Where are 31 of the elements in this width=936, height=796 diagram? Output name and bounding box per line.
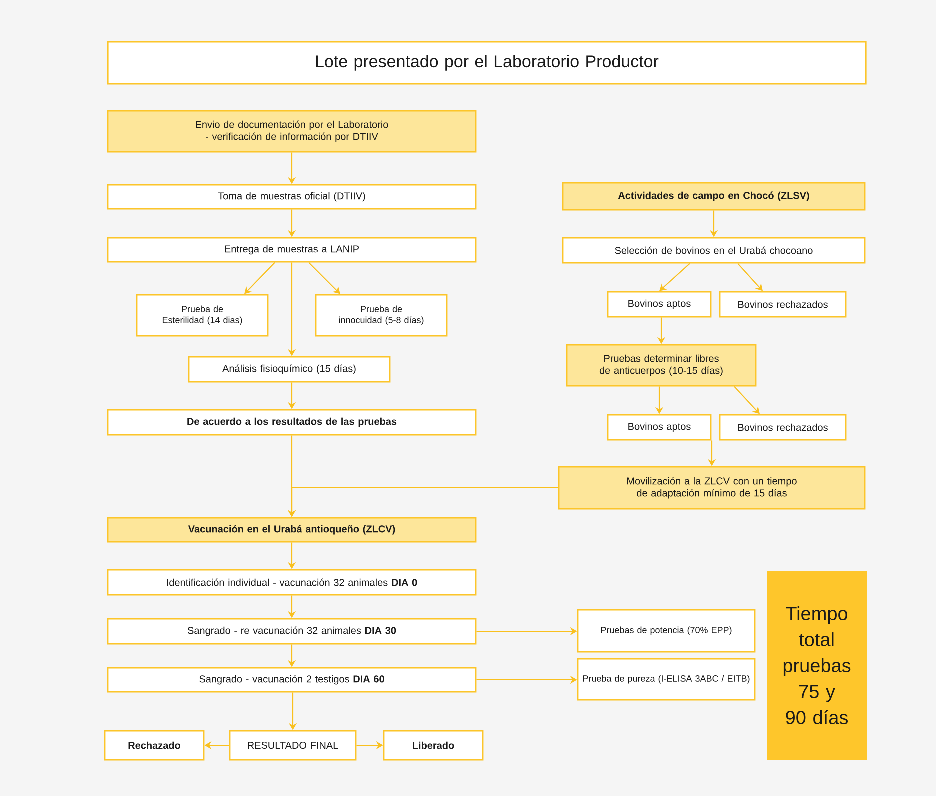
process-box: Bovinos rechazados	[719, 291, 847, 318]
arrow	[308, 262, 340, 294]
process-box: Bovinos aptos	[607, 291, 712, 318]
process-box: Movilización a la ZLCV con un tiempo de adaptación mínimo de 15 días	[558, 466, 866, 510]
process-box: Sangrado - re vacunación 32 animales DIA 30	[107, 618, 477, 645]
process-box: Pruebas determinar libres de anticuerpos (10-15 días)	[566, 344, 757, 387]
process-box: Prueba de pureza (I-ELISA 3ABC / EITB)	[577, 658, 756, 701]
arrow	[738, 263, 763, 292]
heading-box: Actividades de campo en Chocó (ZLSV)	[562, 182, 866, 211]
process-box: Identificación individual - vacunación 32 animales DIA 0	[107, 569, 477, 596]
process-box: Toma de muestras oficial (DTIIV)	[107, 184, 477, 210]
arrow	[734, 386, 760, 414]
process-box: Bovinos rechazados	[719, 414, 847, 441]
process-box: Liberado	[383, 730, 484, 761]
process-box: Sangrado - vacunación 2 testigos DIA 60	[107, 667, 477, 693]
process-box: RESULTADO FINAL	[229, 730, 357, 761]
process-box: Análisis fisioquímico (15 días)	[188, 356, 391, 383]
arrow	[660, 263, 690, 292]
process-box: Entrega de muestras a LANIP	[107, 237, 477, 263]
process-box: Prueba de innocuidad (5-8 días)	[315, 294, 448, 337]
arrow	[244, 262, 276, 294]
heading-box: Vacunación en el Urabá antioqueño (ZLCV)	[107, 517, 477, 543]
process-box: Pruebas de potencia (70% EPP)	[577, 609, 756, 653]
process-box: Bovinos aptos	[607, 414, 712, 441]
process-box: Prueba de Esterilidad (14 dias)	[136, 294, 269, 337]
title-box: Lote presentado por el Laboratorio Productor	[107, 41, 867, 85]
process-box: Envio de documentación por el Laboratorio - verificación de información por DTIIV	[107, 110, 477, 153]
process-box: Rechazado	[104, 730, 205, 761]
process-box: Selección de bovinos en el Urabá chocoano	[562, 237, 866, 264]
process-box: De acuerdo a los resultados de las pruebas	[107, 409, 477, 436]
total-time-box: Tiempo total pruebas 75 y 90 días	[767, 571, 867, 760]
